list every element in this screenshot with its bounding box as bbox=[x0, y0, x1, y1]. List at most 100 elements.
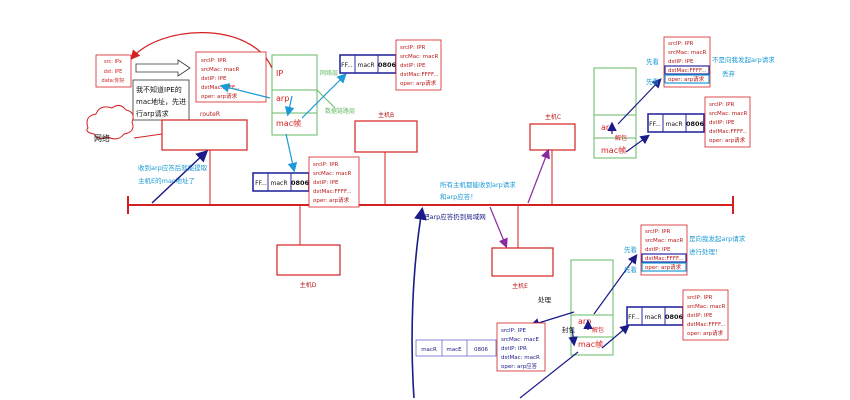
svg-text:先看: 先看 bbox=[646, 57, 660, 66]
host-b: 主机B bbox=[354, 111, 418, 153]
svg-text:处理: 处理 bbox=[538, 295, 552, 304]
svg-text:和arp应答！: 和arp应答！ bbox=[440, 192, 477, 201]
host-c-frame-arrow bbox=[625, 134, 650, 153]
network-cloud: 网络 bbox=[86, 104, 134, 143]
svg-text:先看: 先看 bbox=[646, 77, 660, 86]
arp-to-box-arrow bbox=[219, 83, 271, 99]
svg-text:srcIP: IPR: srcIP: IPR bbox=[201, 58, 227, 64]
host-e-encap-arrow bbox=[568, 327, 578, 347]
reply-to-bus-arrow bbox=[411, 206, 427, 399]
svg-text:oper: arp请求: oper: arp请求 bbox=[400, 79, 437, 87]
host-e-check-arrow bbox=[593, 254, 638, 315]
svg-text:丢弃: 丢弃 bbox=[722, 69, 736, 78]
note-link-layer: 数据链路层 bbox=[325, 107, 355, 115]
svg-text:macR: macR bbox=[421, 347, 437, 353]
host-d: 主机D bbox=[276, 244, 341, 289]
source-packet-note: src: IPx dst: IPE data:你好 bbox=[95, 54, 132, 88]
svg-text:oper: arp应答: oper: arp应答 bbox=[501, 362, 538, 370]
host-c-frame: FF... macR 0806 srcIP: IPR srcMac: macR … bbox=[647, 96, 751, 148]
svg-text:srcIP: IPR: srcIP: IPR bbox=[709, 102, 735, 108]
svg-text:0806: 0806 bbox=[686, 120, 705, 128]
svg-text:先看: 先看 bbox=[624, 245, 638, 254]
svg-text:srcIP: IPR: srcIP: IPR bbox=[400, 45, 426, 51]
svg-text:macE: macE bbox=[446, 347, 462, 353]
svg-text:srcMac: macR: srcMac: macR bbox=[400, 54, 439, 60]
svg-text:srcMac: macR: srcMac: macR bbox=[668, 50, 707, 56]
svg-text:dstIP: IPE: dstIP: IPE bbox=[645, 247, 671, 253]
svg-text:主机E: 主机E bbox=[512, 282, 528, 290]
src-line: src: IPx bbox=[104, 59, 122, 65]
svg-text:FF...: FF... bbox=[649, 121, 661, 128]
svg-text:srcMac: macR: srcMac: macR bbox=[645, 238, 684, 244]
svg-text:dstIP: IPE: dstIP: IPE bbox=[400, 63, 426, 69]
svg-text:主机D: 主机D bbox=[300, 281, 317, 289]
note-network-layer: 网络层 bbox=[320, 69, 338, 77]
router-label: routeR bbox=[200, 111, 220, 118]
svg-text:主机B: 主机B bbox=[378, 111, 394, 119]
svg-text:主机E的mac地址了: 主机E的mac地址了 bbox=[138, 176, 195, 185]
svg-text:封包: 封包 bbox=[562, 325, 576, 334]
host-e-out-line bbox=[519, 351, 579, 399]
svg-text:srcIP: IPE: srcIP: IPE bbox=[501, 328, 527, 334]
svg-text:srcIP: IPR: srcIP: IPR bbox=[645, 229, 671, 235]
bus-to-host-c-arrow bbox=[527, 148, 550, 204]
host-c-check-arrow bbox=[617, 78, 662, 125]
svg-text:FF...: FF... bbox=[341, 62, 353, 69]
svg-text:oper: arp请求: oper: arp请求 bbox=[313, 196, 350, 204]
svg-text:arp: arp bbox=[578, 317, 591, 326]
bus-to-host-e-arrow bbox=[489, 206, 508, 249]
svg-text:dstMac:FFFF...: dstMac:FFFF... bbox=[668, 68, 707, 74]
svg-text:dstIP: IPE: dstIP: IPE bbox=[709, 120, 735, 126]
host-e: 主机E bbox=[491, 247, 554, 290]
cloud-label: 网络 bbox=[94, 133, 110, 143]
router-stack: IP arp mac帧 网络层 数据链路层 bbox=[271, 54, 355, 136]
layer-ip: IP bbox=[276, 69, 283, 78]
mac-down-arrow bbox=[285, 133, 298, 173]
host-e-top-box: srcIP: IPR srcMac: macR dstIP: IPE dstMa… bbox=[624, 224, 746, 276]
host-c-stack: arp mac帧 解包 bbox=[593, 67, 637, 159]
svg-text:dstMac:FFFF...: dstMac:FFFF... bbox=[201, 85, 240, 91]
svg-text:macR: macR bbox=[645, 314, 662, 321]
svg-text:dstIP: IPE: dstIP: IPE bbox=[313, 180, 339, 186]
svg-text:dstIP: IPR: dstIP: IPR bbox=[501, 346, 527, 352]
svg-text:先看: 先看 bbox=[624, 265, 638, 274]
svg-text:oper: arp请求: oper: arp请求 bbox=[645, 263, 682, 271]
svg-text:srcMac: macR: srcMac: macR bbox=[709, 111, 748, 117]
router-frame-top: FF... macR 0806 srcIP: IPR srcMac: macR … bbox=[339, 39, 442, 91]
thought-line-1: 我不知道IPE的 bbox=[136, 85, 182, 94]
svg-text:srcMac: macR: srcMac: macR bbox=[201, 67, 240, 73]
svg-text:dstIP: IPE: dstIP: IPE bbox=[668, 59, 694, 65]
svg-text:dstMac:FFFF...: dstMac:FFFF... bbox=[687, 322, 726, 328]
mac-to-frame-arrow bbox=[301, 73, 347, 119]
svg-text:srcIP: IPR: srcIP: IPR bbox=[687, 295, 713, 301]
svg-text:mac帧: mac帧 bbox=[578, 339, 603, 349]
cloud-link bbox=[133, 133, 163, 139]
host-c-top-box: srcIP: IPR srcMac: macR dstIP: IPE dstMa… bbox=[646, 36, 775, 88]
receive-reply-note: 收到arp应答后就能提取 主机E的mac地址了 bbox=[138, 163, 208, 185]
lan-bus bbox=[127, 150, 734, 248]
thought-line-3: 行arp请求 bbox=[136, 109, 169, 118]
host-e-frame-arrow bbox=[601, 324, 630, 349]
svg-text:macR: macR bbox=[666, 121, 683, 128]
svg-text:dstMac: macR: dstMac: macR bbox=[501, 355, 540, 361]
svg-text:0806: 0806 bbox=[378, 61, 397, 69]
svg-text:oper: arp请求: oper: arp请求 bbox=[201, 92, 238, 100]
svg-text:是向我发起arp请求: 是向我发起arp请求 bbox=[689, 234, 746, 243]
data-line: data:你好 bbox=[102, 77, 125, 84]
arp-to-mac-arrow bbox=[284, 95, 295, 117]
svg-text:srcIP: IPR: srcIP: IPR bbox=[313, 162, 339, 168]
svg-text:解包: 解包 bbox=[592, 326, 604, 334]
svg-text:dstMac:FFFF...: dstMac:FFFF... bbox=[400, 72, 439, 78]
svg-text:解包: 解包 bbox=[615, 134, 627, 142]
svg-text:macR: macR bbox=[271, 180, 288, 187]
svg-text:0806: 0806 bbox=[665, 313, 684, 321]
broadcast-note: 把arp应答扔到局域网 bbox=[423, 212, 486, 221]
layer-arp: arp bbox=[276, 94, 289, 103]
reply-to-router-arrow bbox=[151, 149, 209, 204]
svg-text:dstMac:FFFF...: dstMac:FFFF... bbox=[645, 256, 684, 262]
svg-text:oper: arp请求: oper: arp请求 bbox=[709, 136, 746, 144]
svg-text:srcMac: macE: srcMac: macE bbox=[501, 337, 540, 343]
dst-line: dst: IPE bbox=[104, 69, 123, 75]
svg-text:dstMac:FFFF...: dstMac:FFFF... bbox=[313, 189, 352, 195]
